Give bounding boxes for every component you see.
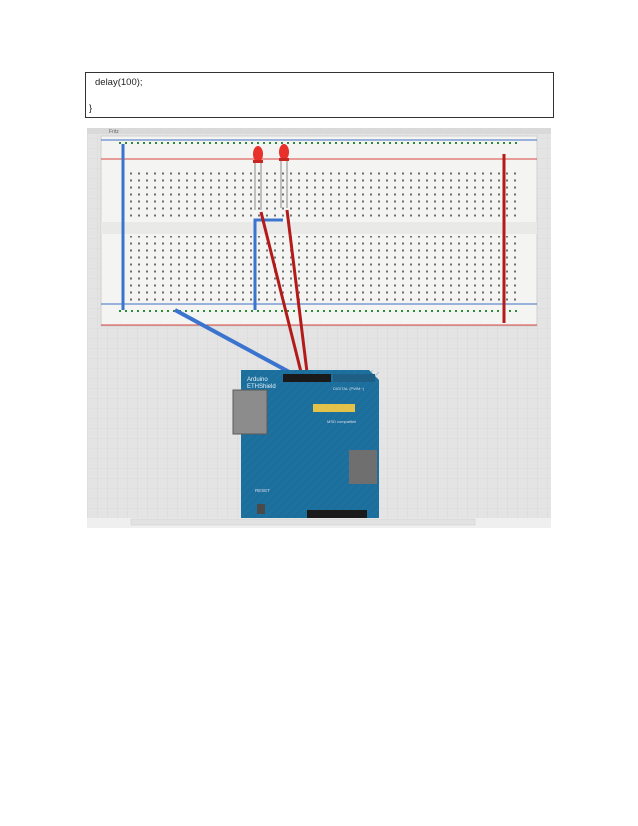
led-2	[279, 144, 289, 208]
wire-red-led1	[259, 211, 303, 373]
ethernet-jack	[232, 389, 268, 435]
pin-header-bottom	[307, 510, 367, 518]
chip-label: MSD compatible	[327, 419, 357, 424]
pin-header-label: DIGITAL (PWM~)	[333, 386, 365, 391]
wire-red-led2	[285, 209, 309, 373]
wire-blue-led-ground	[253, 218, 283, 310]
sd-chip	[349, 450, 377, 484]
code-line-close-brace: }	[89, 103, 93, 114]
reset-label: RESET	[255, 488, 270, 493]
breadboard-circuit-figure: Fritz	[87, 128, 551, 528]
code-snippet-box: delay(100); }	[85, 72, 554, 118]
board-label-shield: ETHShield	[247, 384, 276, 390]
tab-label: Fritz	[109, 129, 119, 135]
breadboard	[100, 135, 538, 327]
board-label-arduino: Arduino	[247, 377, 268, 383]
pin-header-top	[283, 374, 331, 382]
wire-blue-ground	[174, 308, 294, 376]
reset-button	[257, 504, 265, 514]
arduino-board: DIGITAL (PWM~) Arduino ETHShield MSD com…	[232, 370, 379, 520]
led-1	[253, 146, 263, 210]
code-line-delay: delay(100);	[95, 77, 143, 88]
